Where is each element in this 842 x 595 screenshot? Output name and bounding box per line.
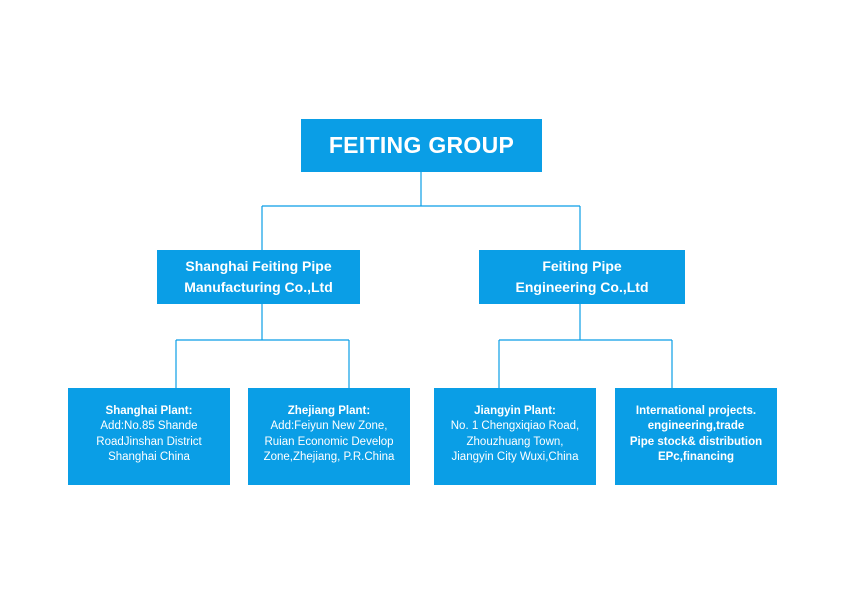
- jiangyin-plant-box: Jiangyin Plant: No. 1 Chengxiqiao Road, …: [434, 388, 596, 485]
- plant-address-line: Zone,Zhejiang, P.R.China: [263, 451, 395, 463]
- plant-address-line: Jiangyin City Wuxi,China: [451, 451, 579, 463]
- company-name-line: Engineering Co.,Ltd: [515, 279, 649, 295]
- plant-address-line: Zhouzhuang Town,: [466, 435, 564, 448]
- company-name-line: Shanghai Feiting Pipe: [185, 258, 332, 274]
- service-line: EPc,financing: [657, 451, 735, 463]
- company-name-line: Manufacturing Co.,Ltd: [184, 279, 333, 295]
- feiting-group-box: FEITING GROUP: [301, 119, 542, 172]
- plant-address-line: Add:No.85 Shande: [100, 420, 198, 432]
- service-line: Pipe stock& distribution: [629, 435, 763, 448]
- shanghai-plant-box: Shanghai Plant: Add:No.85 Shande RoadJin…: [68, 388, 230, 485]
- plant-address-line: Add:Feiyun New Zone,: [270, 420, 388, 432]
- plant-address-line: Shanghai China: [108, 451, 190, 463]
- plant-title: Jiangyin Plant:: [474, 404, 556, 417]
- service-line: engineering,trade: [647, 420, 745, 432]
- plant-title: Zhejiang Plant:: [287, 404, 371, 417]
- plant-address-line: Ruian Economic Develop: [264, 435, 394, 448]
- plant-address-line: No. 1 Chengxiqiao Road,: [450, 420, 580, 432]
- plant-title: Shanghai Plant:: [105, 404, 193, 417]
- plant-address-line: RoadJinshan District: [96, 435, 202, 448]
- international-projects-box: International projects. engineering,trad…: [615, 388, 777, 485]
- feiting-pipe-engineering-box: Feiting Pipe Engineering Co.,Ltd: [479, 250, 685, 304]
- service-line: International projects.: [635, 404, 757, 417]
- company-name-line: Feiting Pipe: [542, 258, 622, 274]
- feiting-group-title: FEITING GROUP: [328, 132, 515, 158]
- shanghai-feiting-pipe-box: Shanghai Feiting Pipe Manufacturing Co.,…: [157, 250, 360, 304]
- zhejiang-plant-box: Zhejiang Plant: Add:Feiyun New Zone, Rui…: [248, 388, 410, 485]
